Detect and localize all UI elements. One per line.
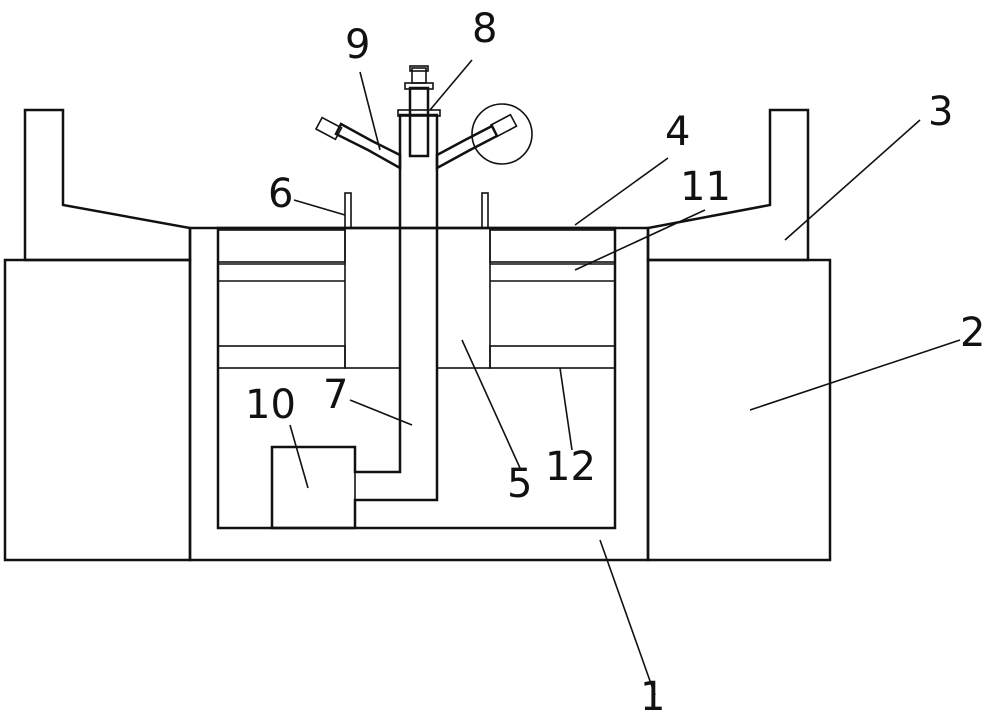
label-1: 1	[640, 674, 665, 720]
top-frame-right	[646, 108, 810, 262]
label-11: 11	[680, 164, 731, 210]
label-6: 6	[268, 171, 293, 217]
label-2: 2	[960, 310, 985, 356]
label-3: 3	[928, 89, 953, 135]
label-8: 8	[472, 6, 497, 52]
outer-casing	[188, 226, 650, 562]
label-7: 7	[323, 372, 348, 418]
label-10: 10	[245, 382, 296, 428]
spray-nozzle-right	[435, 103, 533, 171]
chamber-partition	[218, 263, 615, 282]
vent-post	[344, 192, 489, 229]
ground-block	[3, 258, 832, 562]
central-pipe	[270, 113, 439, 530]
label-4: 4	[665, 109, 690, 155]
label-5: 5	[507, 461, 532, 507]
label-9: 9	[345, 22, 370, 68]
granular-media	[344, 227, 491, 369]
top-frame	[23, 108, 192, 262]
label-12: 12	[545, 444, 596, 490]
honeycomb-layer	[217, 229, 616, 369]
leader-lines	[289, 59, 961, 696]
valve-cap	[397, 65, 441, 158]
spray-nozzle-left	[314, 116, 402, 171]
